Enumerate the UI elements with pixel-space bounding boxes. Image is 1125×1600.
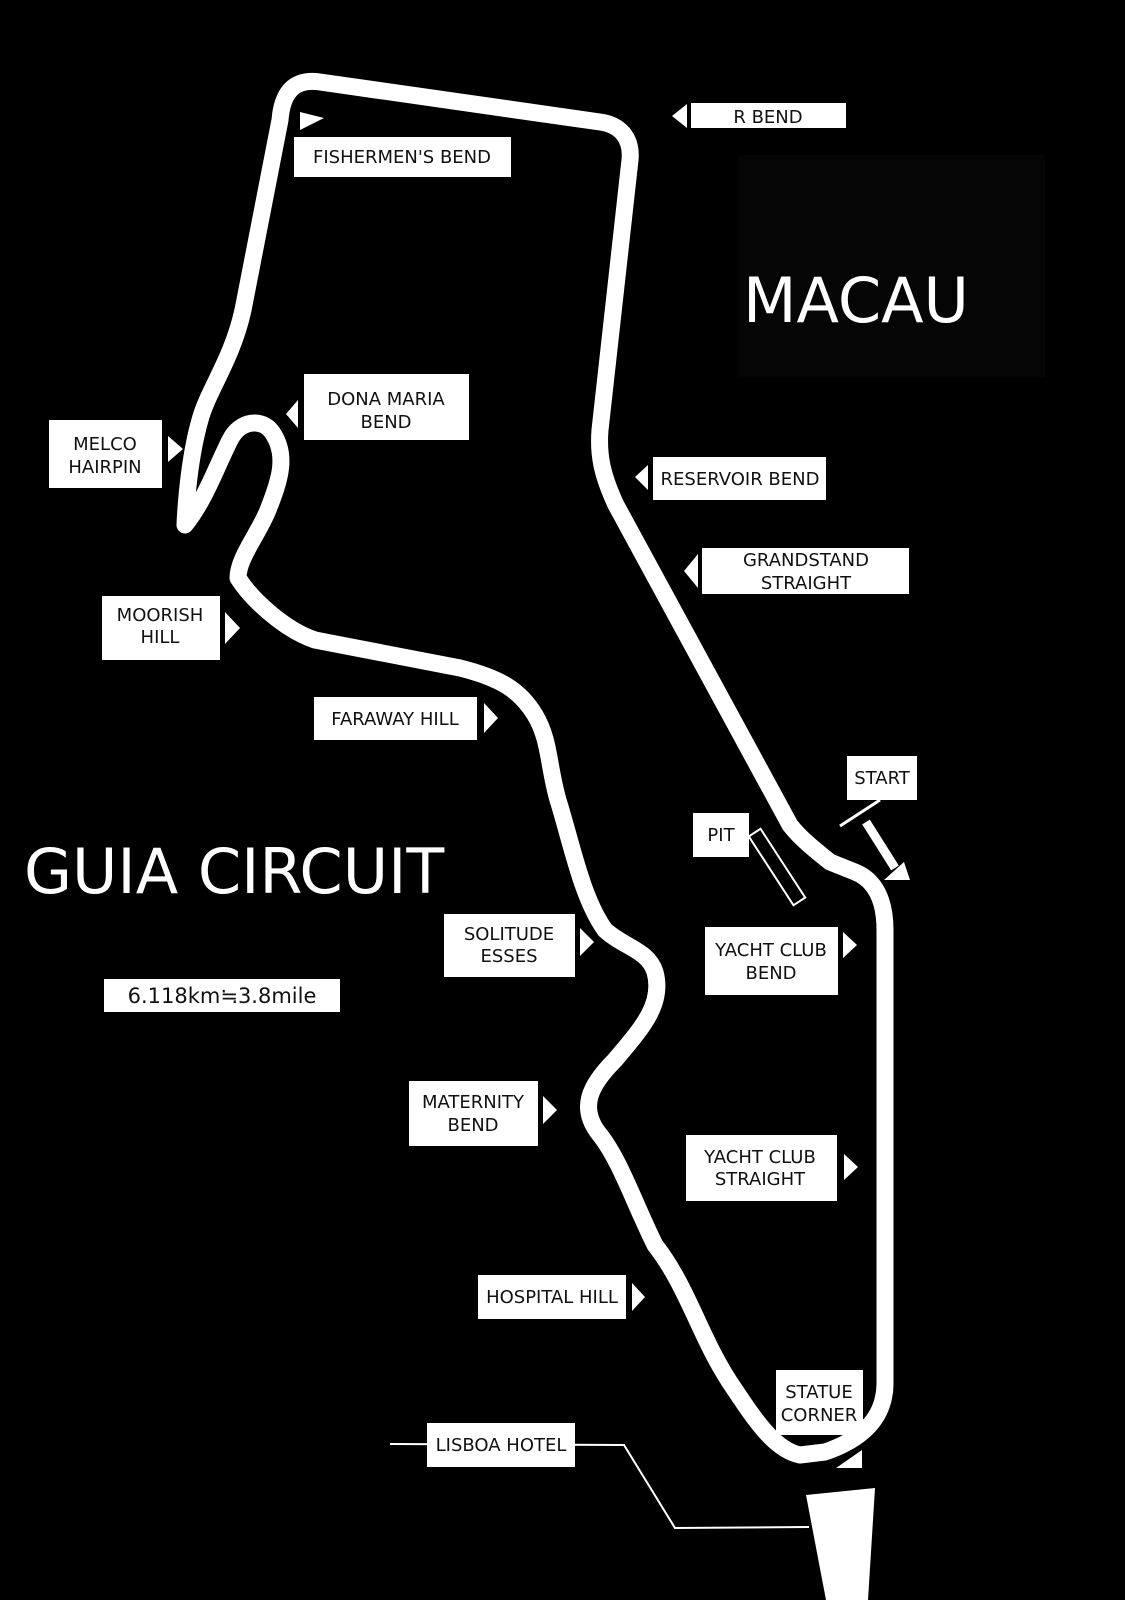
- maternity-arrow: [543, 1096, 557, 1124]
- label-hospital-hill: HOSPITAL HILL: [486, 1287, 618, 1308]
- melco-arrow: [168, 436, 183, 462]
- label-reservoir-bend: RESERVOIR BEND: [661, 469, 820, 490]
- label-yacht-club-bend-line2: BEND: [745, 963, 796, 984]
- label-reservoir-box: [653, 457, 826, 500]
- label-moorish-box: [102, 596, 220, 660]
- circuit-title: GUIA CIRCUIT: [24, 835, 445, 908]
- pit-building: [747, 827, 807, 907]
- start-arrow: [839, 798, 910, 880]
- label-pit-box: [693, 813, 749, 857]
- label-fishermens-bend-box: [294, 137, 511, 177]
- label-melco-box: [49, 420, 162, 488]
- label-yacht-club-straight-line1: YACHT CLUB: [703, 1147, 816, 1168]
- fishermens-marker: [300, 112, 324, 130]
- label-start: START: [854, 768, 911, 789]
- label-lisboa-hotel: LISBOA HOTEL: [436, 1435, 567, 1456]
- label-melco-line1: MELCO: [73, 434, 137, 455]
- label-grandstand-line1: GRANDSTAND: [743, 550, 869, 571]
- label-dona-maria-box: [304, 374, 469, 440]
- label-r-bend-box: [691, 103, 846, 128]
- hospital-arrow: [632, 1283, 645, 1311]
- label-moorish-line1: MOORISH: [117, 605, 204, 626]
- label-lisboa-box: [427, 1423, 575, 1467]
- solitude-arrow: [580, 928, 594, 956]
- moorish-arrow: [225, 612, 240, 644]
- label-statue-line1: STATUE: [785, 1382, 852, 1403]
- label-fishermens-bend: FISHERMEN'S BEND: [313, 147, 491, 168]
- label-yacht-club-straight-box: [686, 1135, 837, 1201]
- label-faraway-hill: FARAWAY HILL: [331, 709, 458, 730]
- grandstand-arrow: [684, 554, 698, 588]
- label-faraway-box: [314, 697, 477, 740]
- label-pit: PIT: [707, 825, 735, 846]
- label-dona-maria-line1: DONA MARIA: [327, 389, 445, 410]
- label-solitude-box: [444, 914, 575, 977]
- label-r-bend: R BEND: [733, 107, 802, 128]
- label-statue-line2: CORNER: [781, 1405, 858, 1426]
- label-hospital-box: [478, 1275, 626, 1319]
- length-text: 6.118km≒3.8mile: [128, 984, 317, 1008]
- label-dona-maria-line2: BEND: [360, 412, 411, 433]
- label-melco-line2: HAIRPIN: [68, 457, 141, 478]
- label-grandstand-line2: STRAIGHT: [761, 573, 852, 594]
- label-statue-box: [776, 1370, 863, 1435]
- statue-marker: [836, 1450, 862, 1468]
- label-maternity-line1: MATERNITY: [422, 1092, 525, 1113]
- label-solitude-line2: ESSES: [480, 946, 537, 967]
- reservoir-arrow: [635, 465, 648, 490]
- pit-lane: [780, 812, 835, 871]
- faraway-arrow: [484, 703, 498, 733]
- label-yacht-club-bend-box: [705, 927, 838, 995]
- label-solitude-line1: SOLITUDE: [464, 924, 554, 945]
- macau-title: MACAU: [743, 264, 969, 337]
- label-start-box: [847, 756, 917, 800]
- label-moorish-line2: HILL: [141, 627, 180, 648]
- r-bend-arrow: [672, 104, 687, 128]
- yacht-club-straight-arrow: [844, 1154, 858, 1180]
- label-grandstand-box: [702, 548, 909, 594]
- macau-title-backdrop: [738, 155, 1045, 377]
- lisboa-road: [806, 1488, 875, 1600]
- dona-maria-arrow: [286, 400, 298, 428]
- circuit-track: [176, 72, 894, 1464]
- length-box: [104, 979, 340, 1012]
- label-yacht-club-straight-line2: STRAIGHT: [715, 1169, 806, 1190]
- label-maternity-line2: BEND: [447, 1115, 498, 1136]
- label-yacht-club-bend-line1: YACHT CLUB: [714, 940, 827, 961]
- yacht-club-bend-arrow: [843, 932, 857, 958]
- label-maternity-box: [409, 1081, 538, 1146]
